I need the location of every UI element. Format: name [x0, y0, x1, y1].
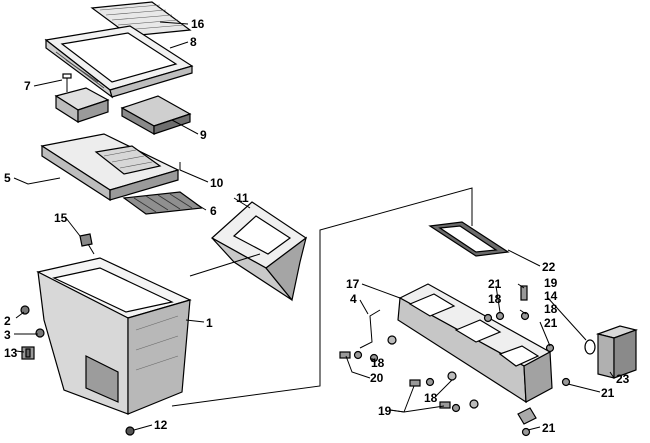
callout-18-d: 18 — [424, 391, 438, 405]
part-5-tray — [40, 133, 180, 202]
callout-18-a: 18 — [488, 292, 502, 306]
callout-21-a: 21 — [488, 277, 502, 291]
part-11-intake-duct — [210, 201, 308, 302]
callout-8: 8 — [190, 35, 197, 49]
callout-17: 17 — [346, 277, 360, 291]
part-12-plug — [125, 426, 135, 436]
callout-9: 9 — [200, 128, 207, 142]
callout-21-c: 21 — [601, 386, 615, 400]
callout-15: 15 — [54, 211, 68, 225]
right-hardware — [339, 285, 571, 437]
callout-12: 12 — [154, 418, 168, 432]
callout-10: 10 — [210, 176, 224, 190]
callout-labels: 16 8 7 9 10 5 11 6 15 22 17 21 18 19 14 … — [4, 17, 630, 435]
callout-5: 5 — [4, 171, 11, 185]
callout-20: 20 — [370, 371, 384, 385]
assembly-frame-lines — [171, 187, 473, 407]
part-23-foam-filter — [595, 325, 639, 379]
part-14-ring — [584, 339, 596, 355]
part-2-screw — [20, 305, 30, 315]
part-17-silencer — [397, 283, 553, 404]
part-9-filter — [120, 95, 192, 136]
callout-11: 11 — [236, 191, 249, 205]
callout-19-a: 19 — [544, 276, 558, 290]
callout-18-b: 18 — [544, 302, 558, 316]
callout-19-b: 19 — [378, 404, 392, 418]
part-22-gasket — [428, 221, 510, 257]
part-4-bracket — [359, 309, 397, 349]
callout-16: 16 — [191, 17, 205, 31]
callout-21-b: 21 — [544, 316, 558, 330]
part-8-lid — [44, 25, 194, 99]
callout-22: 22 — [542, 260, 556, 274]
part-13-connector — [21, 346, 35, 360]
part-15-bolt — [79, 233, 95, 255]
callout-7: 7 — [24, 79, 31, 93]
part-3-screw — [35, 328, 45, 338]
callout-2: 2 — [4, 314, 11, 328]
control-module — [54, 87, 110, 124]
part-16-grille — [90, 1, 192, 37]
callout-4: 4 — [350, 292, 357, 306]
callout-14: 14 — [544, 289, 558, 303]
callout-21-d: 21 — [542, 421, 556, 435]
part-7-screw — [62, 73, 72, 92]
callout-1: 1 — [206, 316, 213, 330]
callout-3: 3 — [4, 328, 11, 342]
leader-lines — [13, 21, 615, 431]
callout-18-c: 18 — [371, 356, 385, 370]
callout-23: 23 — [616, 372, 630, 386]
callout-6: 6 — [210, 204, 217, 218]
part-6-ribbed-panel — [122, 191, 204, 215]
part-1-housing — [36, 257, 192, 415]
callout-13: 13 — [4, 346, 18, 360]
